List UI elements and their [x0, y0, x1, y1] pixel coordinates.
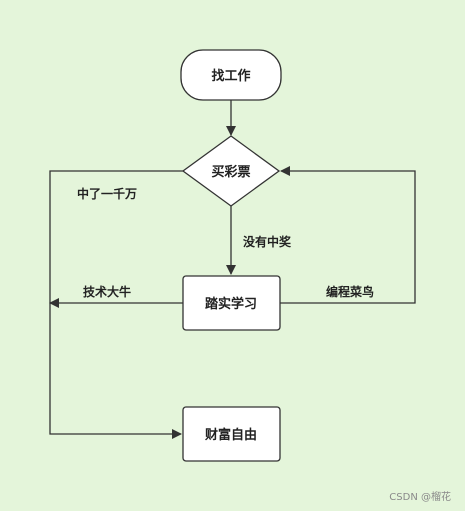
- edge-process-loop-to-decision: [280, 166, 416, 304]
- decision-node: [181, 135, 281, 207]
- edge-label-tech-expert: 技术大牛: [83, 284, 131, 299]
- start-node: [180, 49, 282, 101]
- edge-label-no-prize: 没有中奖: [243, 234, 292, 249]
- end-node: [182, 406, 281, 462]
- edge-label-coding-newbie: 编程菜鸟: [325, 284, 374, 299]
- decision-node-label: 买彩票: [211, 164, 250, 180]
- edge-label-jackpot: 中了一千万: [77, 186, 137, 201]
- end-node-label: 财富自由: [205, 427, 257, 443]
- process-node: [182, 275, 281, 331]
- process-node-label: 踏实学习: [205, 296, 257, 312]
- start-node-label: 找工作: [211, 68, 250, 84]
- watermark-text: CSDN @榴花: [389, 490, 451, 503]
